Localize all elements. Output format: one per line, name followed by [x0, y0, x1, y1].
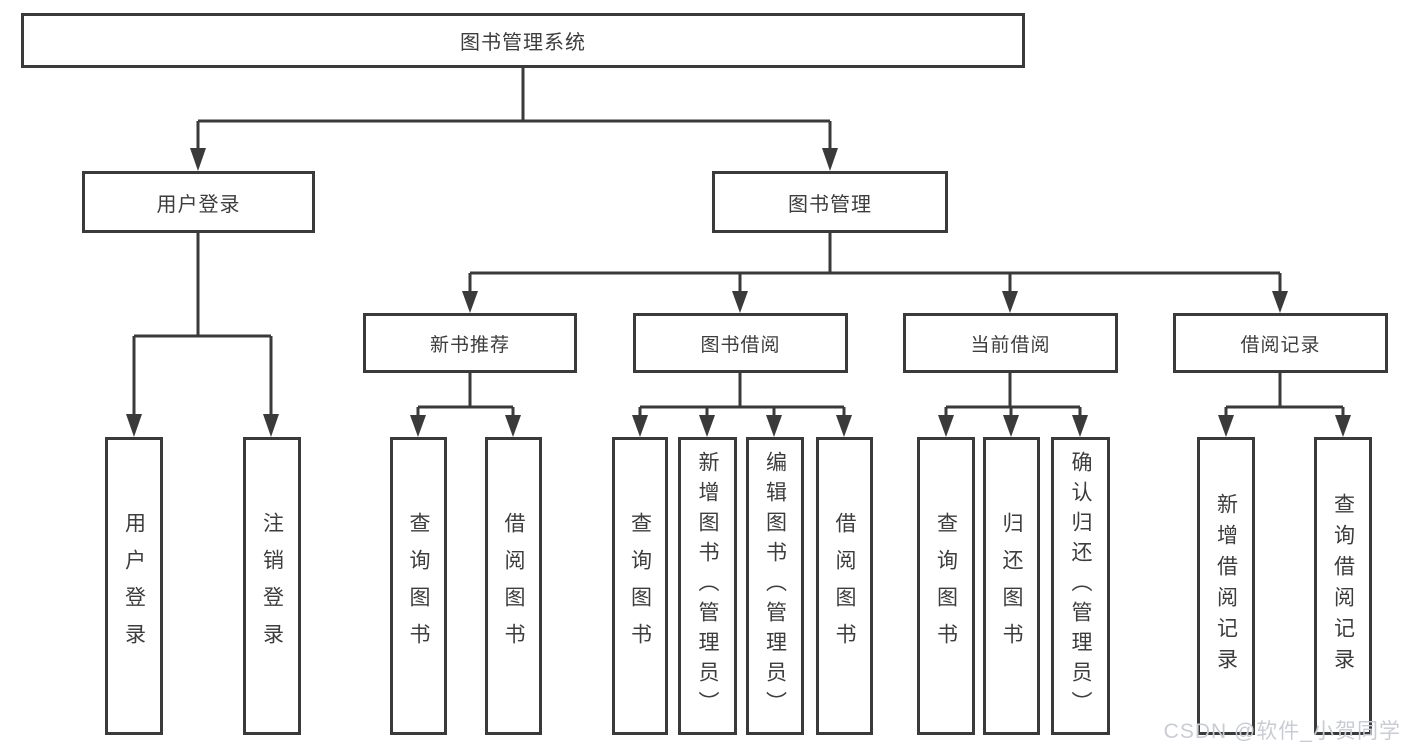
node-new-book-recommend-label: 新书推荐 — [429, 334, 510, 356]
leaf-query-books-3: 查询图书 — [917, 437, 975, 735]
node-book-borrow: 图书借阅 — [633, 313, 848, 373]
node-book-management: 图书管理 — [712, 171, 948, 233]
leaf-edit-book-admin: 编辑图书（管理员） — [746, 437, 804, 735]
leaf-user-login: 用户登录 — [105, 437, 163, 735]
connector-book-borrow-to-leaves — [638, 373, 846, 418]
leaf-query-borrow-record: 查询借阅记录 — [1314, 437, 1372, 735]
leaf-user-login-label: 用户登录 — [122, 512, 146, 660]
leaf-borrow-books-1-label: 借阅图书 — [502, 512, 525, 660]
leaf-add-borrow-record-label: 新增借阅记录 — [1214, 493, 1238, 679]
csdn-watermark: CSDN @软件_小贺同学 — [1163, 720, 1401, 743]
connector-borrow-records-to-leaves — [1224, 373, 1345, 418]
arrowheads — [126, 148, 1351, 437]
leaf-confirm-return-admin-label: 确认归还（管理员） — [1069, 451, 1092, 721]
node-user-login: 用户登录 — [82, 171, 315, 233]
leaf-borrow-books-2: 借阅图书 — [816, 437, 873, 735]
leaf-return-book-label: 归还图书 — [1000, 512, 1023, 660]
leaf-query-books-2-label: 查询图书 — [628, 512, 652, 660]
leaf-edit-book-admin-label: 编辑图书（管理员） — [763, 451, 787, 721]
node-new-book-recommend: 新书推荐 — [363, 313, 577, 373]
node-root: 图书管理系统 — [21, 13, 1025, 68]
leaf-query-books-1-label: 查询图书 — [407, 512, 430, 660]
connector-new-book-recommend-to-leaves — [416, 373, 515, 418]
leaf-query-books-2: 查询图书 — [612, 437, 668, 735]
node-book-borrow-label: 图书借阅 — [700, 334, 781, 356]
connector-strokes — [132, 68, 1345, 418]
leaf-return-book: 归还图书 — [983, 437, 1040, 735]
connector-book-management-to-level3 — [468, 233, 1282, 294]
connector-user-login-to-leaves — [132, 233, 273, 418]
leaf-logout-label: 注销登录 — [260, 512, 284, 660]
leaf-query-borrow-record-label: 查询借阅记录 — [1331, 493, 1355, 679]
node-current-borrow-label: 当前借阅 — [970, 334, 1051, 356]
node-user-login-label: 用户登录 — [156, 193, 241, 216]
node-borrow-records: 借阅记录 — [1173, 313, 1388, 373]
leaf-borrow-books-2-label: 借阅图书 — [833, 512, 856, 660]
leaf-add-book-admin: 新增图书（管理员） — [678, 437, 737, 735]
leaf-logout: 注销登录 — [243, 437, 301, 735]
connector-current-borrow-to-leaves — [944, 373, 1082, 418]
node-root-label: 图书管理系统 — [460, 32, 586, 54]
leaf-confirm-return-admin: 确认归还（管理员） — [1051, 437, 1110, 735]
leaf-add-book-admin-label: 新增图书（管理员） — [696, 451, 719, 721]
leaf-borrow-books-1: 借阅图书 — [485, 437, 542, 735]
connector-root-to-level2 — [196, 68, 832, 152]
node-borrow-records-label: 借阅记录 — [1240, 334, 1321, 356]
node-current-borrow: 当前借阅 — [903, 313, 1118, 373]
node-book-management-label: 图书管理 — [788, 193, 872, 216]
leaf-query-books-3-label: 查询图书 — [934, 512, 958, 660]
leaf-query-books-1: 查询图书 — [390, 437, 447, 735]
leaf-add-borrow-record: 新增借阅记录 — [1197, 437, 1255, 735]
